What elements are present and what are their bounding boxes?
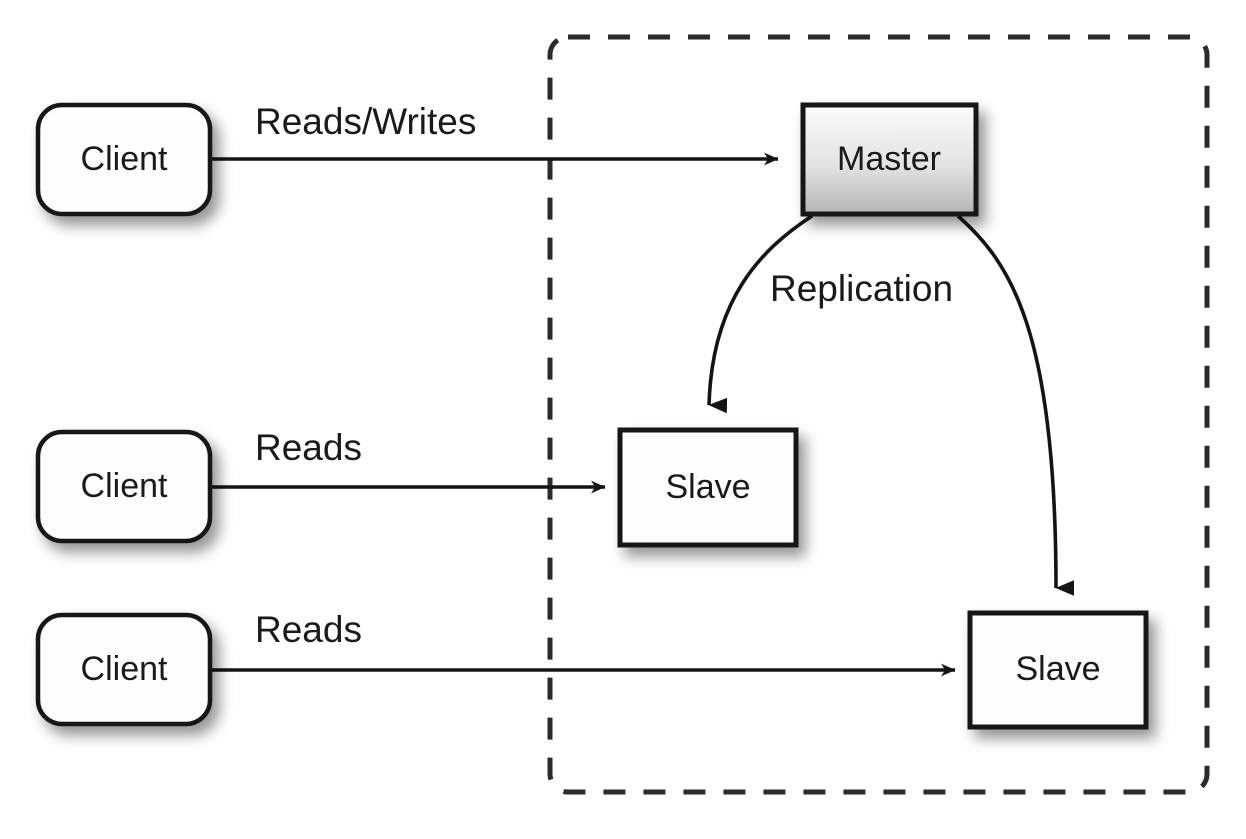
- client-1-label: Client: [81, 140, 168, 178]
- slave-2-label: Slave: [1015, 650, 1100, 688]
- edge-master-slave2: [956, 214, 1075, 596]
- client-1-box[interactable]: [35, 102, 213, 217]
- node-client-2[interactable]: Client: [35, 429, 213, 544]
- client-2-label: Client: [81, 467, 168, 505]
- client-2-box[interactable]: [35, 429, 213, 544]
- slave-2-box[interactable]: [967, 610, 1149, 730]
- master-label: Master: [837, 140, 941, 178]
- edge-label-replication: Replication: [770, 268, 953, 309]
- edge-label-reads-writes: Reads/Writes: [255, 101, 476, 142]
- node-client-1[interactable]: Client: [35, 102, 213, 217]
- node-slave-1[interactable]: Slave: [617, 427, 799, 548]
- slave-1-box[interactable]: [617, 427, 799, 548]
- node-client-3[interactable]: Client: [35, 612, 213, 727]
- edge-label-reads-2: Reads: [255, 609, 362, 650]
- client-3-label: Client: [81, 650, 168, 688]
- node-slave-2[interactable]: Slave: [967, 610, 1149, 730]
- master-box[interactable]: [800, 102, 979, 217]
- datastore-boundary: [547, 34, 1210, 795]
- node-master[interactable]: Master: [800, 102, 979, 217]
- slave-1-label: Slave: [665, 468, 750, 506]
- edge-master-slave1: [707, 214, 813, 414]
- edge-label-reads-1: Reads: [255, 427, 362, 468]
- client-3-box[interactable]: [35, 612, 213, 727]
